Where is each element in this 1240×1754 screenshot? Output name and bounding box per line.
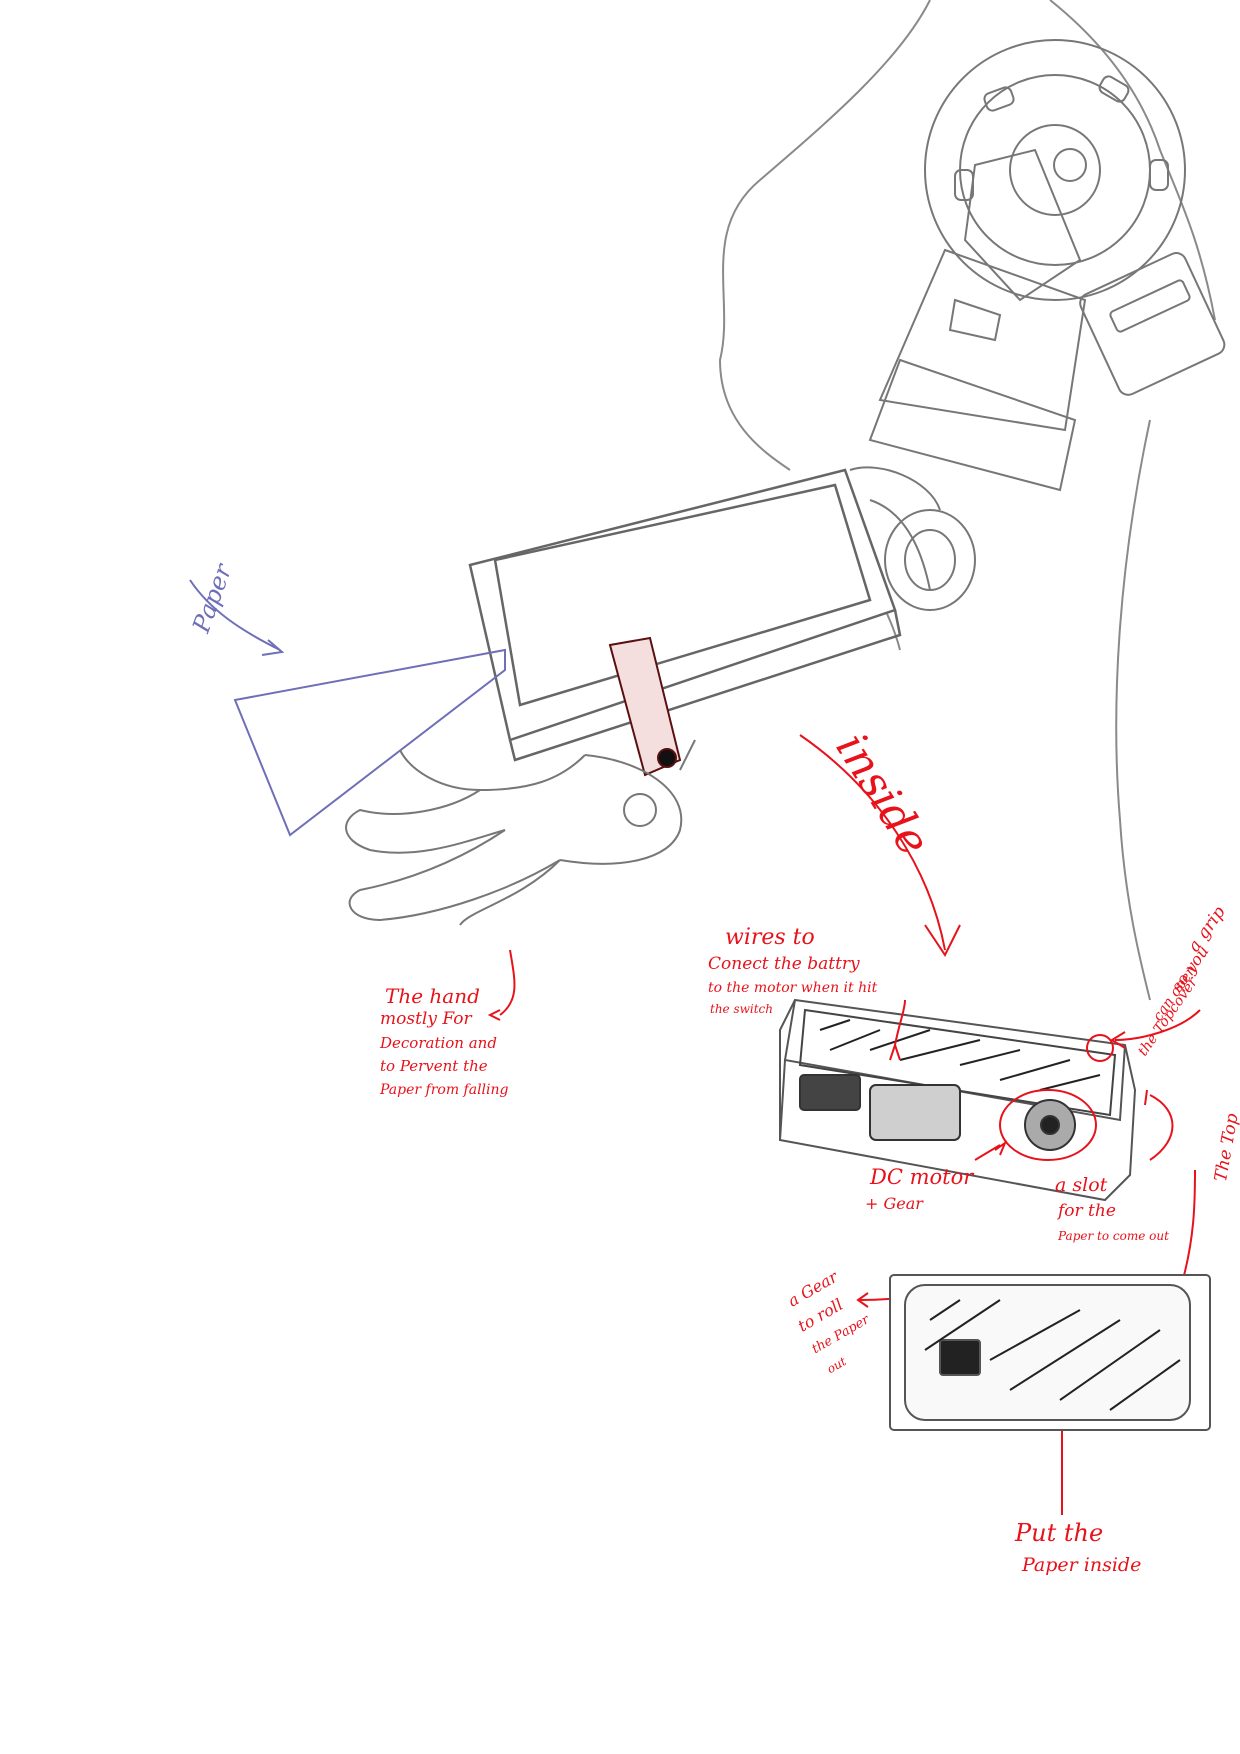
slot-note-line-2: for the	[1058, 1202, 1116, 1222]
hand-note-line-3: Decoration and	[380, 1035, 497, 1052]
hand-note-line-1: The hand	[385, 985, 480, 1008]
put-note-line-1: Put the	[1015, 1520, 1103, 1548]
slot-note-line-1: a slot	[1055, 1175, 1107, 1197]
upper-arm-cuff	[870, 250, 1085, 490]
paper-sheet	[190, 580, 505, 835]
put-note-line-2: Paper inside	[1022, 1555, 1141, 1577]
hand-note-line-4: to Pervent the	[380, 1058, 488, 1075]
slot-note-line-3: Paper to come out	[1058, 1230, 1169, 1244]
motor-note-line-2: + Gear	[865, 1195, 923, 1213]
shoulder-joint	[925, 40, 1228, 398]
wires-note-line-4: the switch	[710, 1003, 773, 1017]
paper-dispenser-box	[470, 470, 900, 760]
hand-note-line-5: Paper from falling	[380, 1082, 509, 1098]
bottom-tray	[890, 1275, 1210, 1430]
wires-note-line-1: wires to	[725, 925, 815, 950]
wires-note-line-2: Conect the battry	[708, 955, 860, 975]
wires-note-line-3: to the motor when it hit	[708, 980, 877, 996]
hand-note-line-2: mostly For	[380, 1010, 472, 1030]
motor-note-line-1: DC motor	[870, 1165, 973, 1189]
